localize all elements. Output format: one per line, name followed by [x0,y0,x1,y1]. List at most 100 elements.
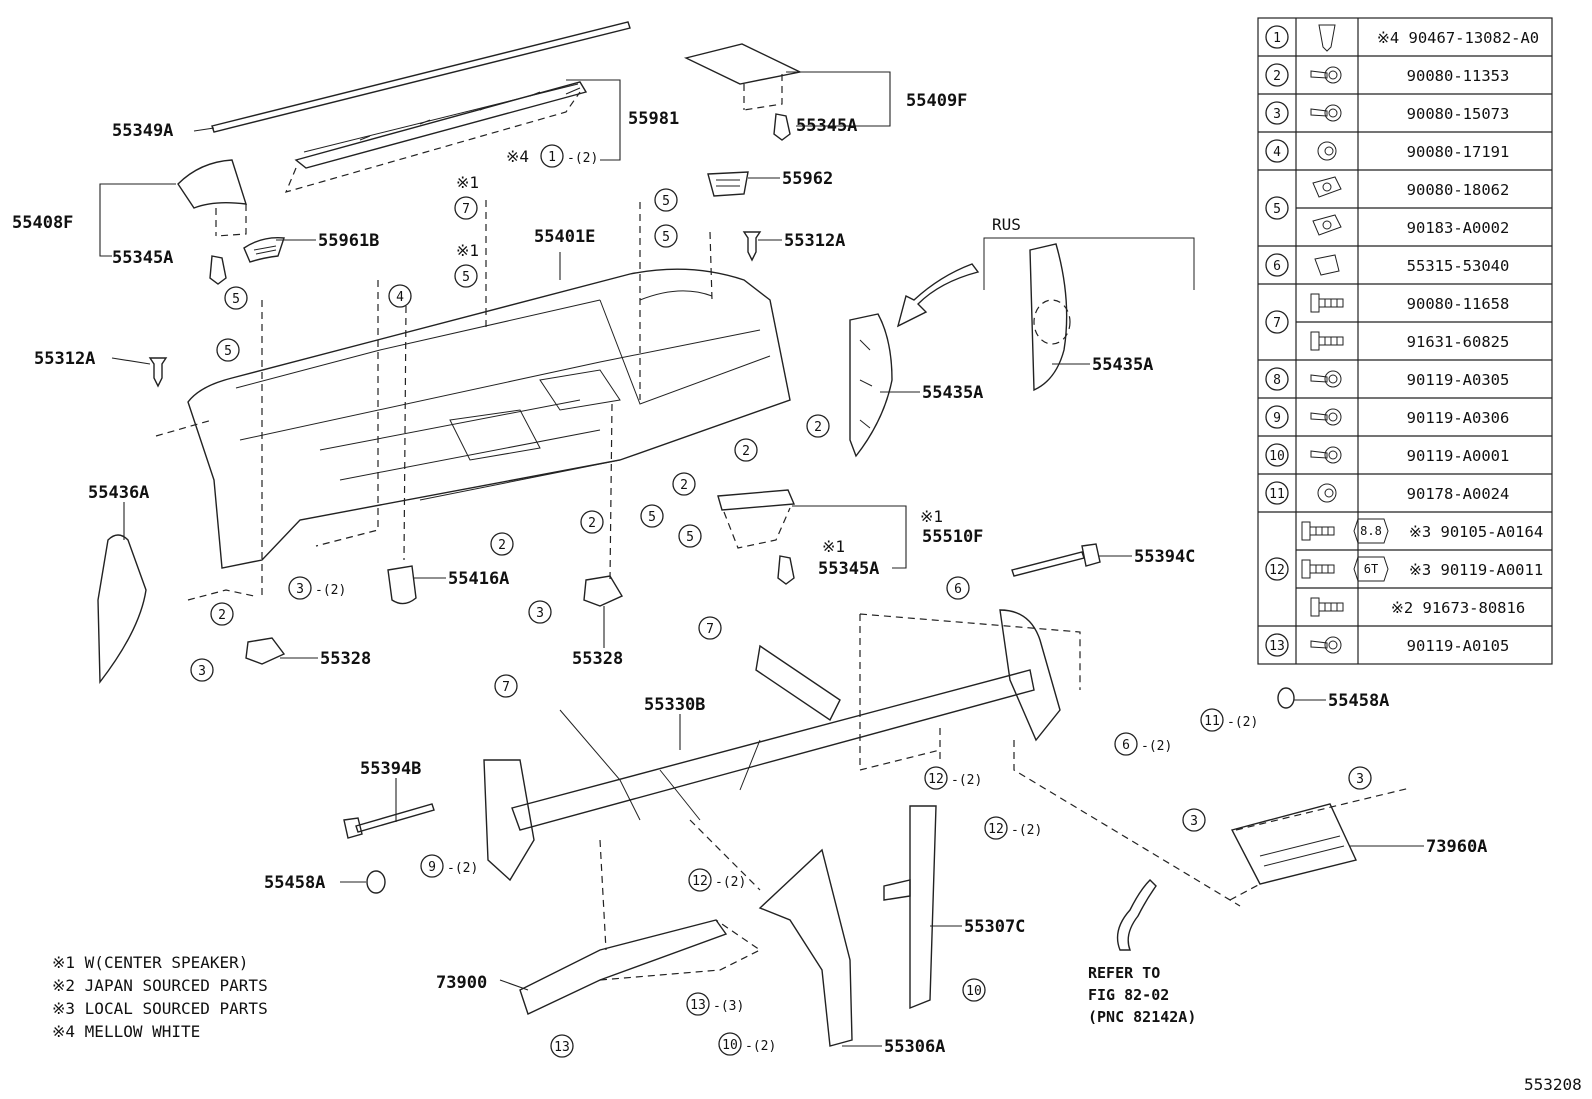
label-55458A-left[interactable]: 55458A [264,873,325,893]
table-ref: 12 [1265,557,1289,581]
table-row[interactable]: 90080-18062 [1312,176,1509,199]
table-row[interactable]: 90080-15073 [1310,104,1509,123]
label-55306A[interactable]: 55306A [884,1037,945,1057]
fastener-callout[interactable]: 10-(2) [718,1032,776,1056]
label-55458A-right[interactable]: 55458A [1328,691,1389,711]
table-row[interactable]: 90178-A0024 [1317,483,1509,503]
fastener-callout[interactable]: 3 [1182,808,1206,832]
label-55962[interactable]: 55962 [782,169,833,189]
label-55307C[interactable]: 55307C [964,917,1025,937]
table-row[interactable]: 55315-53040 [1314,254,1509,276]
nut-clip-icon [1312,176,1342,198]
table-row[interactable]: 90119-A0105 [1310,636,1509,655]
label-55436A[interactable]: 55436A [88,483,149,503]
table-row[interactable]: 90080-11658 [1310,293,1509,313]
label-73900[interactable]: 73900 [436,973,487,993]
footnote-3: ※3 LOCAL SOURCED PARTS [52,999,268,1018]
fastener-callout[interactable]: 10 [962,978,986,1002]
label-55328-mid[interactable]: 55328 [572,649,623,669]
label-55349A[interactable]: 55349A [112,121,173,141]
table-row[interactable]: 91631-60825 [1310,331,1509,351]
refer-to-line-1[interactable]: REFER TO [1088,964,1160,982]
fastener-callout[interactable]: 13-(3) [686,992,744,1016]
fastener-callout[interactable]: 3-(2) [288,576,346,600]
fastener-callout[interactable]: 6 [946,576,970,600]
fastener-callout[interactable]: 5 [640,504,664,528]
label-55961B[interactable]: 55961B [318,231,379,251]
leader-lines [99,71,1424,1047]
fastener-callout[interactable]: 3 [1348,766,1372,790]
fastener-callout[interactable]: 2 [490,532,514,556]
label-55435A-mid[interactable]: 55435A [922,383,983,403]
table-row[interactable]: 6T※3 90119-A0011 [1301,556,1543,582]
fastener-callout[interactable]: 5 [224,286,248,310]
fastener-callout[interactable]: 3 [528,600,552,624]
fastener-callout[interactable]: 2 [580,510,604,534]
label-55981[interactable]: 55981 [628,109,679,129]
fastener-callout[interactable]: 7 [698,616,722,640]
footnote-1: ※1 W(CENTER SPEAKER) [52,953,248,972]
fastener-callout[interactable]: 5 [216,338,240,362]
bolt-icon [1310,597,1344,617]
fastener-callout[interactable]: 5 [678,524,702,548]
fastener-callout[interactable]: 12-(2) [924,766,982,790]
callout-circle [1200,708,1224,732]
fastener-callout[interactable]: 11-(2) [1200,708,1258,732]
fastener-callout[interactable]: 9-(2) [420,854,478,878]
fastener-callout[interactable]: 5 [654,224,678,248]
label-55345A-left[interactable]: 55345A [112,248,173,268]
table-ref: 8 [1265,367,1289,391]
label-73960A[interactable]: 73960A [1426,837,1487,857]
fastener-callout[interactable]: 7 [494,674,518,698]
fastener-callout[interactable]: 2 [734,438,758,462]
fastener-callout[interactable]: 5 [454,264,478,288]
bolt-icon [1301,521,1335,541]
refer-to-line-3[interactable]: (PNC 82142A) [1088,1008,1196,1026]
fastener-callout[interactable]: 1-(2) [540,144,598,168]
label-55510F[interactable]: 55510F [922,527,983,547]
fastener-callout[interactable]: 12-(2) [688,868,746,892]
label-55416A[interactable]: 55416A [448,569,509,589]
table-row[interactable]: 8.8※3 90105-A0164 [1301,518,1543,544]
label-55312A-left[interactable]: 55312A [34,349,95,369]
label-55408F[interactable]: 55408F [12,213,73,233]
table-row[interactable]: 90080-17191 [1317,141,1509,161]
label-55345A-top[interactable]: 55345A [796,116,857,136]
fastener-callout[interactable]: 13 [550,1034,574,1058]
label-55409F[interactable]: 55409F [906,91,967,111]
refer-to-line-2[interactable]: FIG 82-02 [1088,986,1169,1004]
table-row[interactable]: ※4 90467-13082-A0 [1318,24,1539,52]
grade-badge: 8.8 [1353,518,1389,544]
fastener-callout[interactable]: 3 [190,658,214,682]
label-55330B[interactable]: 55330B [644,695,705,715]
label-55435A-rus[interactable]: 55435A [1092,355,1153,375]
svg-text:3: 3 [1273,107,1281,122]
fastener-callout[interactable]: 2 [210,602,234,626]
callout-circle [550,1034,574,1058]
table-row[interactable]: 90119-A0306 [1310,408,1509,427]
label-55345A-mid[interactable]: 55345A [818,559,879,579]
table-row[interactable]: ※2 91673-80816 [1310,597,1525,617]
fastener-callout[interactable]: 6-(2) [1114,732,1172,756]
fastener-callout[interactable]: 2 [672,472,696,496]
bolt-icon [1310,331,1344,351]
fastener-callout[interactable]: 12-(2) [984,816,1042,840]
screw-icon [1310,636,1342,654]
table-row[interactable]: 90119-A0001 [1310,446,1509,465]
fastener-callout[interactable]: 7 [454,196,478,220]
table-row[interactable]: 90119-A0305 [1310,370,1509,389]
table-row[interactable]: 90080-11353 [1310,66,1509,85]
svg-text:7: 7 [1273,316,1281,331]
fastener-callout[interactable]: 5 [654,188,678,212]
label-55394B[interactable]: 55394B [360,759,421,779]
label-55401E[interactable]: 55401E [534,227,595,247]
callout-circle [734,438,758,462]
label-55394C[interactable]: 55394C [1134,547,1195,567]
fastener-callout[interactable]: 2 [806,414,830,438]
table-row[interactable]: 90183-A0002 [1312,214,1509,237]
part-labels: 55349A 55981 55409F 55345A 55962 55408F … [12,91,1487,1057]
label-55312A-top[interactable]: 55312A [784,231,845,251]
label-55328-left[interactable]: 55328 [320,649,371,669]
screw-icon [1310,104,1342,122]
fastener-callout[interactable]: 4 [388,284,412,308]
